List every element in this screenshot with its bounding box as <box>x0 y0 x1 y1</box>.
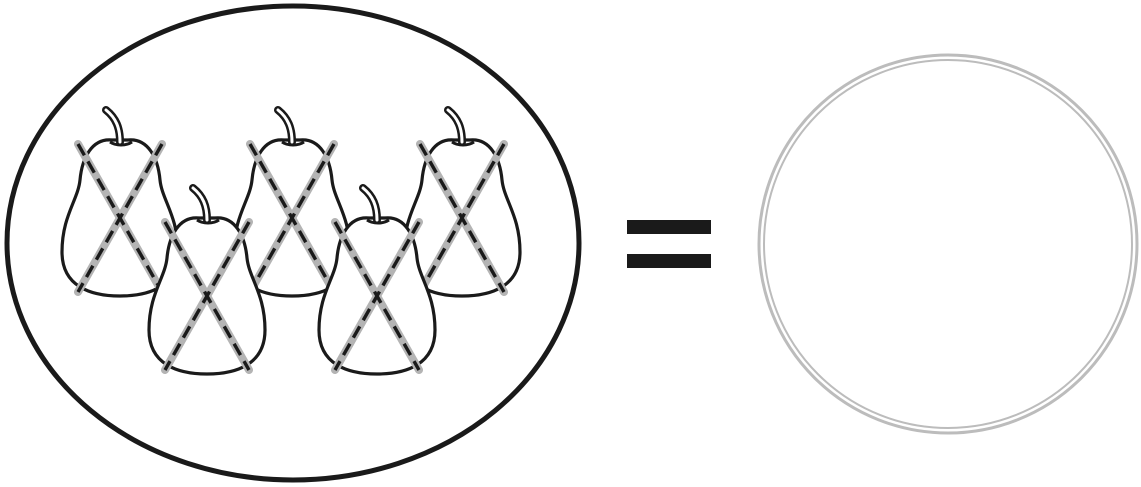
empty-answer-circle-icon <box>759 55 1137 433</box>
equals-icon <box>627 220 711 268</box>
